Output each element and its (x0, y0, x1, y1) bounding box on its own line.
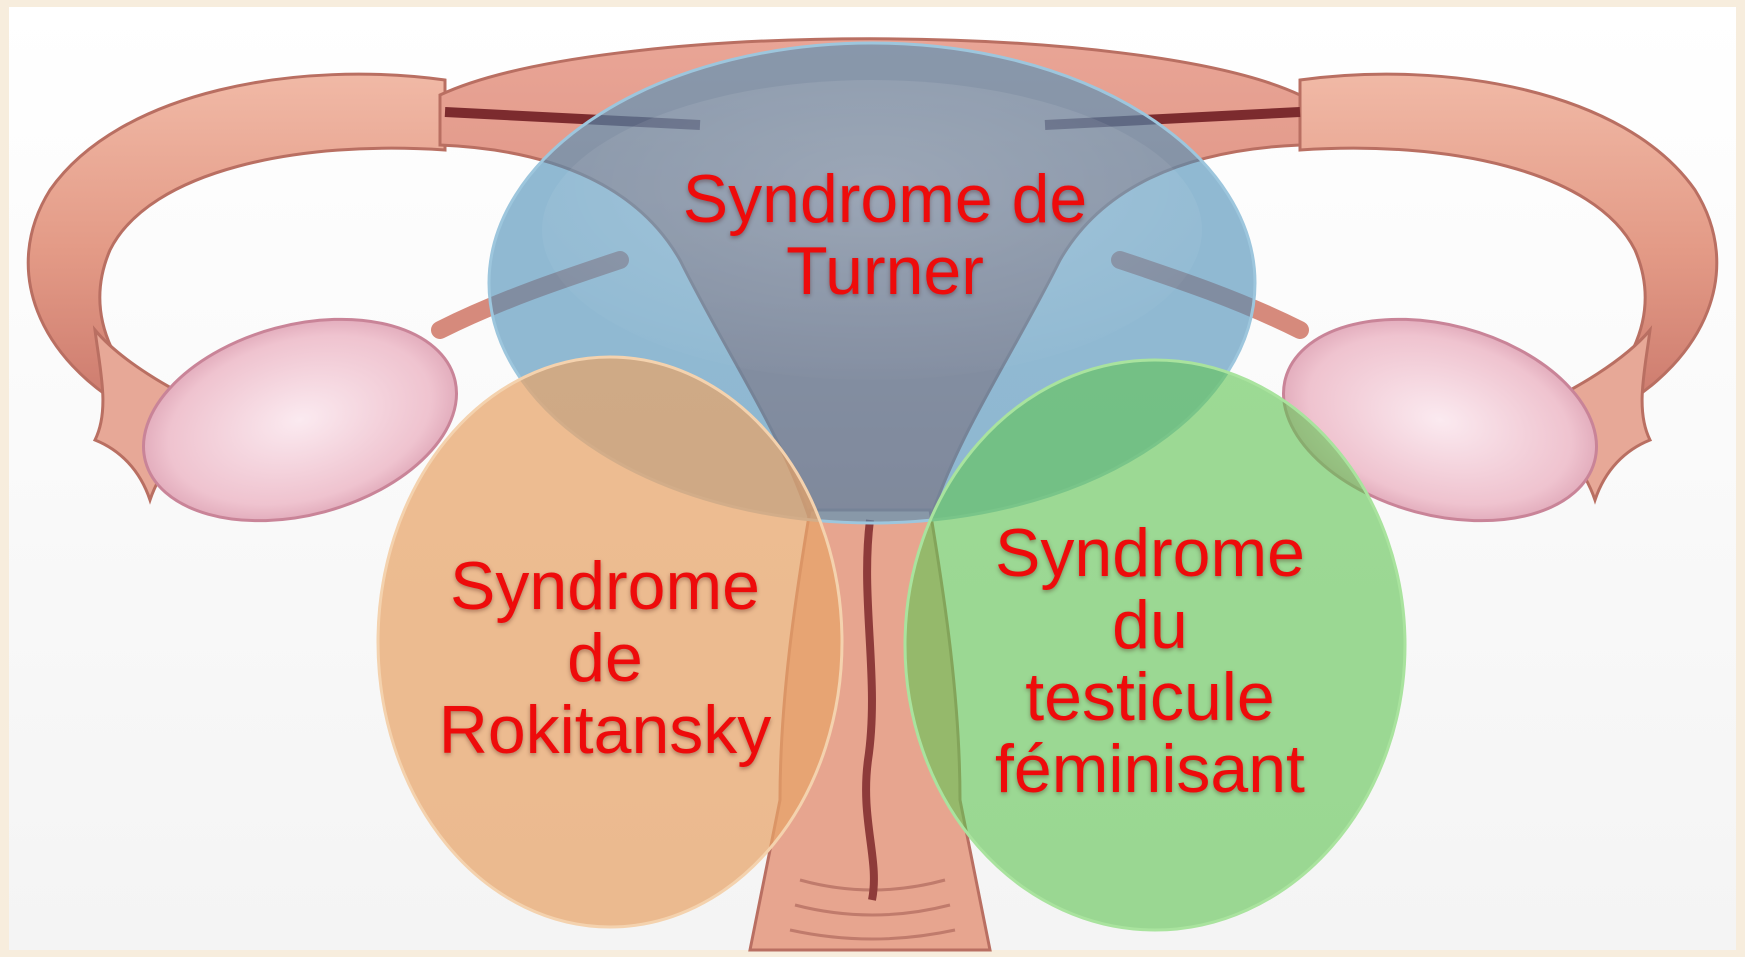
label-syndrome-turner: Syndrome de Turner (640, 163, 1130, 307)
label-line: de (405, 622, 805, 694)
label-syndrome-rokitansky: Syndrome de Rokitansky (405, 550, 805, 766)
label-line: du (940, 589, 1360, 661)
label-line: Rokitansky (405, 694, 805, 766)
label-line: Syndrome (940, 517, 1360, 589)
label-line: Syndrome (405, 550, 805, 622)
label-syndrome-testicule-feminisant: Syndrome du testicule féminisant (940, 517, 1360, 805)
label-line: féminisant (940, 733, 1360, 805)
label-line: testicule (940, 661, 1360, 733)
label-line: Syndrome de (640, 163, 1130, 235)
label-line: Turner (640, 235, 1130, 307)
